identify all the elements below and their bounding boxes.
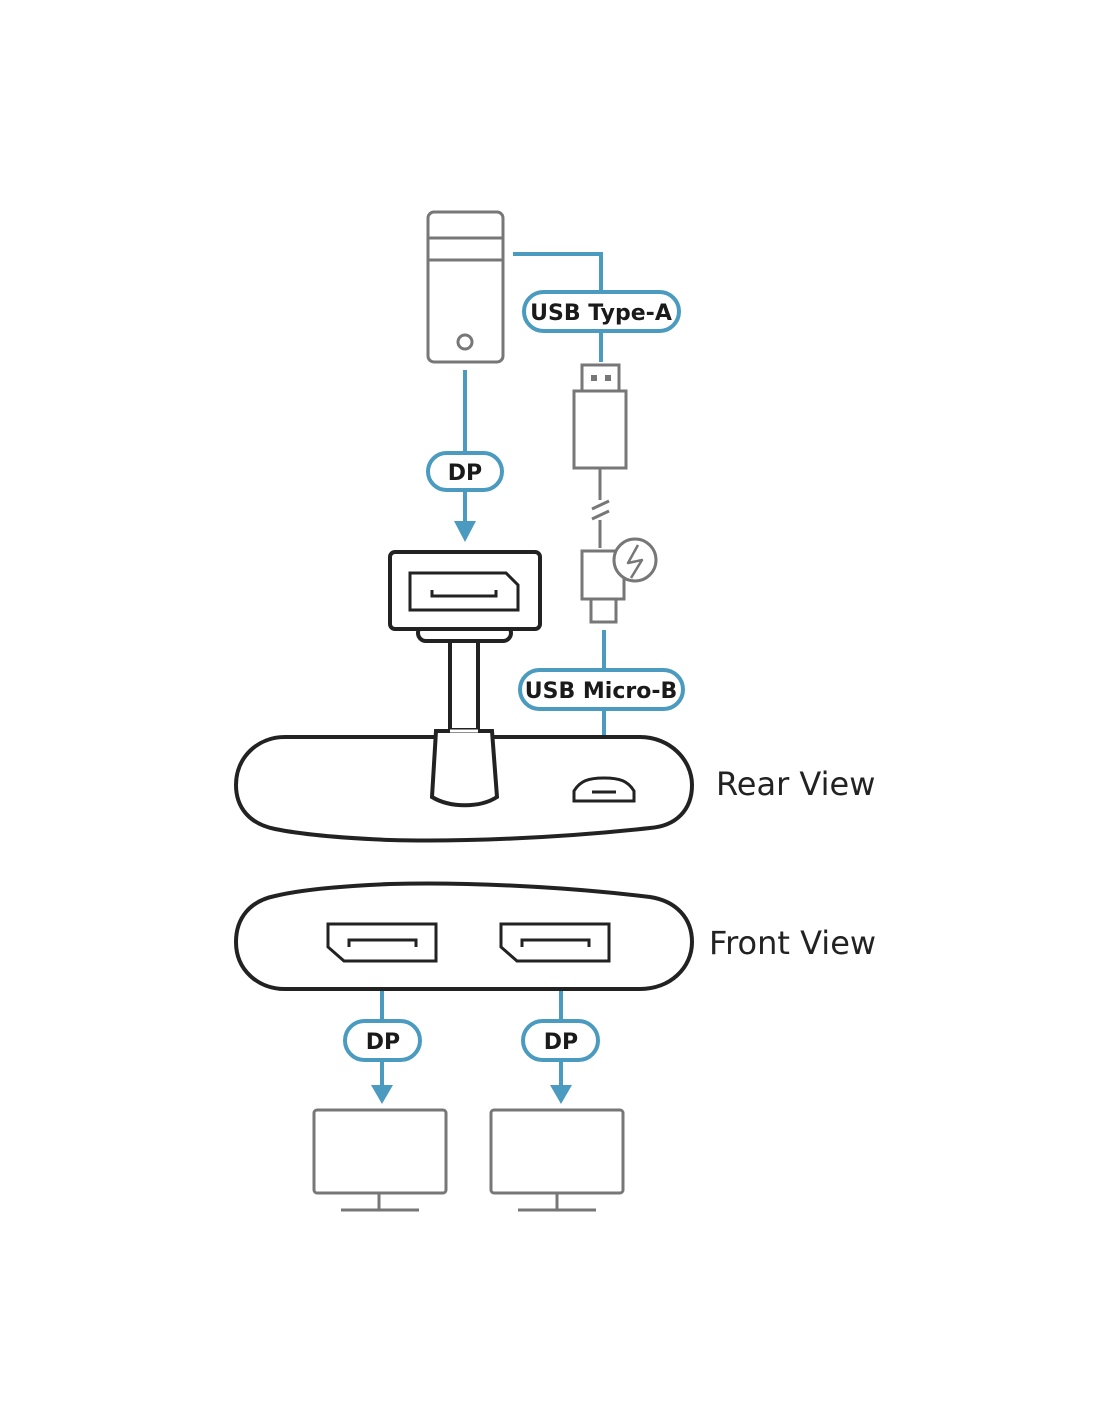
usb-type-a-pill: USB Type-A	[522, 290, 681, 333]
usb-cable-line	[513, 252, 603, 292]
rear-view-label: Rear View	[716, 765, 875, 803]
displayport-plug-icon	[388, 550, 542, 732]
dp-source-pill: DP	[426, 451, 504, 492]
dp-port-1-icon	[326, 922, 438, 963]
usb-micro-b-label: USB Micro-B	[525, 679, 677, 704]
monitor-1-icon	[312, 1108, 448, 1212]
dp-out-2-pill: DP	[521, 1019, 600, 1062]
lightning-icon	[612, 537, 658, 583]
usb-type-a-label: USB Type-A	[530, 301, 672, 326]
dp-source-label: DP	[448, 461, 482, 486]
dp-out-1-pill: DP	[343, 1019, 422, 1062]
monitor-2-icon	[489, 1108, 625, 1212]
hub-rear-view	[233, 729, 695, 843]
hub-front-view	[233, 881, 695, 991]
dp-source-arrowhead	[454, 521, 476, 542]
usb-micro-b-pill: USB Micro-B	[518, 668, 685, 711]
dp-out-2-arrowhead	[550, 1085, 572, 1104]
dp-out-1-label: DP	[366, 1030, 400, 1055]
usb-micro-port-icon	[572, 776, 636, 803]
dp-out-2-label: DP	[544, 1030, 578, 1055]
front-view-label: Front View	[709, 924, 876, 962]
dp-port-2-icon	[499, 922, 611, 963]
dp-out-1-arrowhead	[371, 1085, 393, 1104]
usb-a-plug-icon	[572, 363, 628, 548]
computer-tower-icon	[426, 210, 505, 364]
